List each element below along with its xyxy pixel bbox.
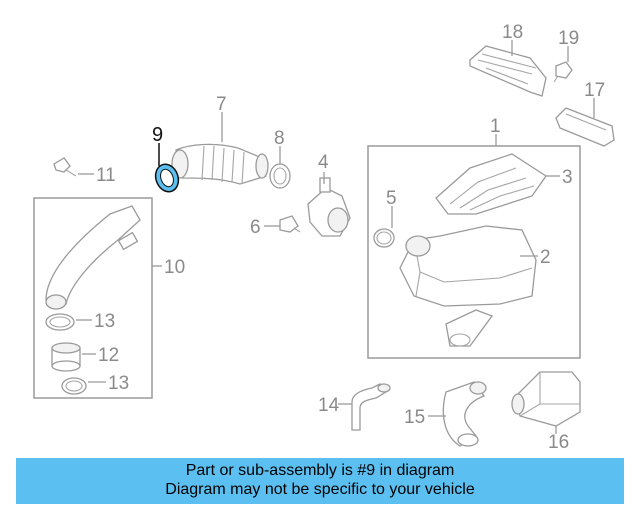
label-5: 5 <box>386 188 397 209</box>
part-17-cap <box>555 107 615 147</box>
part-9-clamp-highlighted <box>154 163 180 193</box>
part-3-filter-cover <box>435 153 547 215</box>
part-8-clamp <box>269 163 291 189</box>
part-18-cover <box>469 45 547 97</box>
part-13-clamp-upper <box>45 313 75 331</box>
label-17: 17 <box>584 80 605 101</box>
label-12: 12 <box>98 345 119 366</box>
label-2: 2 <box>540 247 551 268</box>
banner-line-2: Diagram may not be specific to your vehi… <box>165 481 475 498</box>
label-16: 16 <box>548 432 569 453</box>
label-19: 19 <box>558 28 579 49</box>
label-11: 11 <box>96 165 116 186</box>
part-12-coupler <box>51 342 81 372</box>
label-8: 8 <box>274 128 285 149</box>
part-13-clamp-lower <box>61 377 87 395</box>
label-13-lower: 13 <box>108 373 129 394</box>
part-1-assembly-box <box>367 145 581 359</box>
part-10-intake-tube <box>45 205 141 310</box>
part-10-assembly-box <box>33 197 153 399</box>
part-14-breather-hose <box>351 383 391 431</box>
part-7-intake-hose <box>171 143 269 185</box>
label-7: 7 <box>216 94 227 115</box>
part-6-bolt <box>279 215 301 233</box>
part-19-bolt <box>553 61 573 83</box>
label-13-upper: 13 <box>94 311 115 332</box>
part-11-bolt <box>53 157 77 177</box>
label-14: 14 <box>318 395 340 416</box>
label-15: 15 <box>404 407 425 428</box>
label-6: 6 <box>250 217 261 238</box>
label-1: 1 <box>490 116 501 137</box>
part-4-maf-sensor <box>307 177 351 237</box>
label-18: 18 <box>502 22 523 43</box>
info-banner: Part or sub-assembly is #9 in diagram Di… <box>16 458 624 504</box>
part-16-resonator <box>511 371 581 427</box>
part-15-elbow-hose <box>442 381 487 447</box>
part-2-air-filter-housing <box>399 225 537 347</box>
banner-line-1: Part or sub-assembly is #9 in diagram <box>185 462 455 479</box>
label-4: 4 <box>318 152 329 173</box>
label-3: 3 <box>562 167 573 188</box>
label-9: 9 <box>152 124 163 146</box>
label-10: 10 <box>164 257 185 278</box>
part-5-seal-ring <box>373 228 395 248</box>
